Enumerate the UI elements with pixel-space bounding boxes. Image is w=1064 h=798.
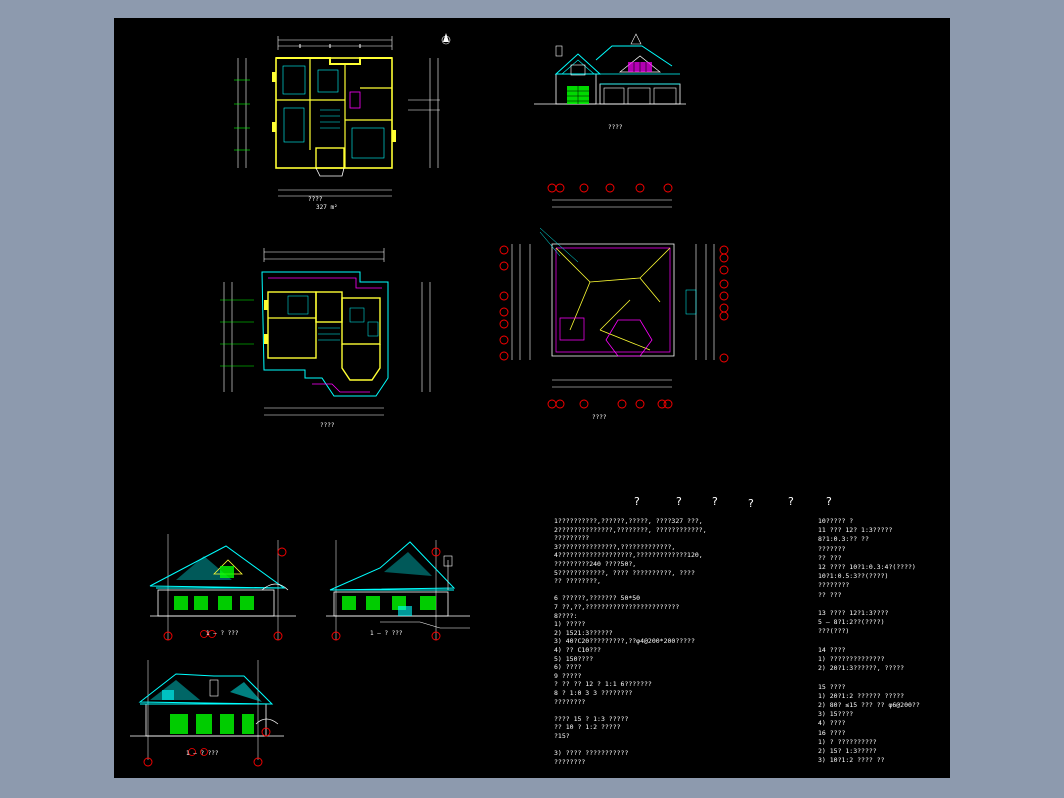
note-line: ??????? bbox=[818, 544, 846, 553]
note-line: ?????????240 ????50?, bbox=[554, 560, 637, 568]
note-line: 2??????????????,????????, ????????????, bbox=[554, 525, 707, 534]
note-line: ???????? bbox=[818, 581, 850, 590]
note-line: 3) 15???? bbox=[818, 710, 854, 719]
note-line: 9 ????? bbox=[554, 671, 582, 680]
note-line: ? ?? ?? 12 ? 1:1 6??????? bbox=[554, 680, 652, 689]
note-line: 5) 150???? bbox=[554, 654, 594, 663]
note-line: 4) ???? bbox=[818, 719, 846, 728]
note-line: 1) 20?1:2 ?????? ????? bbox=[818, 691, 905, 700]
note-line: 2) 80? ≤15 ??? ?? φ6@200?? bbox=[818, 701, 920, 709]
note-line: 8?1:0.3:?? ?? bbox=[818, 535, 869, 544]
note-line: 3) 10?1:2 ???? ?? bbox=[818, 756, 885, 765]
note-line: 3) ???? ??????????? bbox=[554, 749, 629, 758]
note-line: 1) ?????????????? bbox=[818, 655, 885, 663]
second-floor-plan bbox=[220, 248, 431, 416]
roof-plan-title: ???? bbox=[592, 414, 607, 421]
header-mark: ? bbox=[634, 495, 640, 508]
first-floor-plan-area: 327 m² bbox=[316, 204, 338, 211]
header-mark: ? bbox=[788, 495, 794, 508]
note-line: ?? 10 ? 1:2 ????? bbox=[554, 723, 621, 732]
note-line: ???????? bbox=[554, 697, 586, 706]
note-line: 11 ??? 12? 1:3????? bbox=[818, 526, 893, 535]
note-line: 2) 20?1:3??????, ????? bbox=[818, 664, 905, 673]
note-line: 12 ???? 10?1:0.3:4?(????) bbox=[818, 563, 916, 571]
note-line: 6 ??????,??????? 50*50 bbox=[554, 594, 641, 603]
elevation-2 bbox=[326, 540, 470, 641]
note-line: ???????? bbox=[554, 757, 586, 766]
note-line: 10?1:0.5:3??(????) bbox=[818, 572, 889, 581]
note-line: 1) ????? bbox=[554, 620, 586, 629]
note-line: 6) ???? bbox=[554, 663, 582, 672]
note-line: ?? ????????, bbox=[554, 577, 601, 586]
note-line: 5????????????, ???? ??????????, ???? bbox=[554, 568, 695, 577]
note-line: 13 ???? 12?1:3???? bbox=[818, 609, 889, 617]
note-line: 7 ??,??,???????????????????????? bbox=[554, 603, 680, 611]
elevation-3-title: 1 — ? ??? bbox=[186, 750, 219, 757]
note-line: 4) ?? C10??? bbox=[554, 646, 601, 654]
note-line: ?? ??? bbox=[818, 553, 842, 562]
note-line: ????????? bbox=[554, 534, 590, 543]
elevation-3 bbox=[130, 660, 284, 767]
drawing-sheet[interactable]: ???? 327 m² ???? ???? ???? 1 — ? ??? 1 —… bbox=[114, 18, 950, 778]
first-floor-plan bbox=[234, 33, 451, 197]
note-line: 14 ???? bbox=[818, 645, 846, 654]
note-line: ???? 15 ? 1:3 ????? bbox=[554, 714, 629, 723]
elevation-1 bbox=[149, 534, 296, 641]
cad-drawing bbox=[130, 33, 729, 767]
header-mark: ? bbox=[676, 495, 682, 508]
note-line: 3???????????????,?????????????, bbox=[554, 542, 676, 551]
front-elevation-title: ???? bbox=[608, 124, 623, 131]
second-floor-plan-title: ???? bbox=[320, 422, 335, 429]
front-elevation bbox=[534, 33, 686, 105]
note-line: ???(???) bbox=[818, 627, 850, 636]
elevation-2-title: 1 — ? ??? bbox=[370, 630, 403, 637]
header-mark: ? bbox=[748, 497, 754, 510]
first-floor-plan-title: ???? bbox=[308, 196, 323, 203]
header-mark: ? bbox=[826, 495, 832, 508]
note-line: 2) 15? 1:3????? bbox=[818, 747, 877, 755]
roof-plan bbox=[499, 183, 729, 409]
note-line: 2) 1521:3?????? bbox=[554, 628, 613, 637]
header-mark: ? bbox=[712, 495, 718, 508]
note-line: 8????: bbox=[554, 611, 578, 620]
note-line: 10????? ? bbox=[818, 517, 854, 525]
note-line: ?? ??? bbox=[818, 590, 842, 599]
note-line: 1??????????,??????,?????, ????327 ???, bbox=[554, 517, 703, 525]
note-line: 1) ? ?????????? bbox=[818, 737, 877, 746]
note-line: ?15? bbox=[554, 732, 570, 740]
note-line: 15 ???? bbox=[818, 682, 846, 691]
note-line: 3) 40?C20?????????,??φ4@200*200????? bbox=[554, 637, 695, 646]
note-line: 8 ? 1:0 3 3 ???????? bbox=[554, 689, 633, 697]
elevation-1-title: 1 — ? ??? bbox=[206, 630, 239, 637]
note-line: 5 — 8?1:2??(????) bbox=[818, 618, 885, 627]
note-line: 16 ???? bbox=[818, 728, 846, 737]
note-line: 4???????????????????,?????????????120, bbox=[554, 551, 703, 560]
